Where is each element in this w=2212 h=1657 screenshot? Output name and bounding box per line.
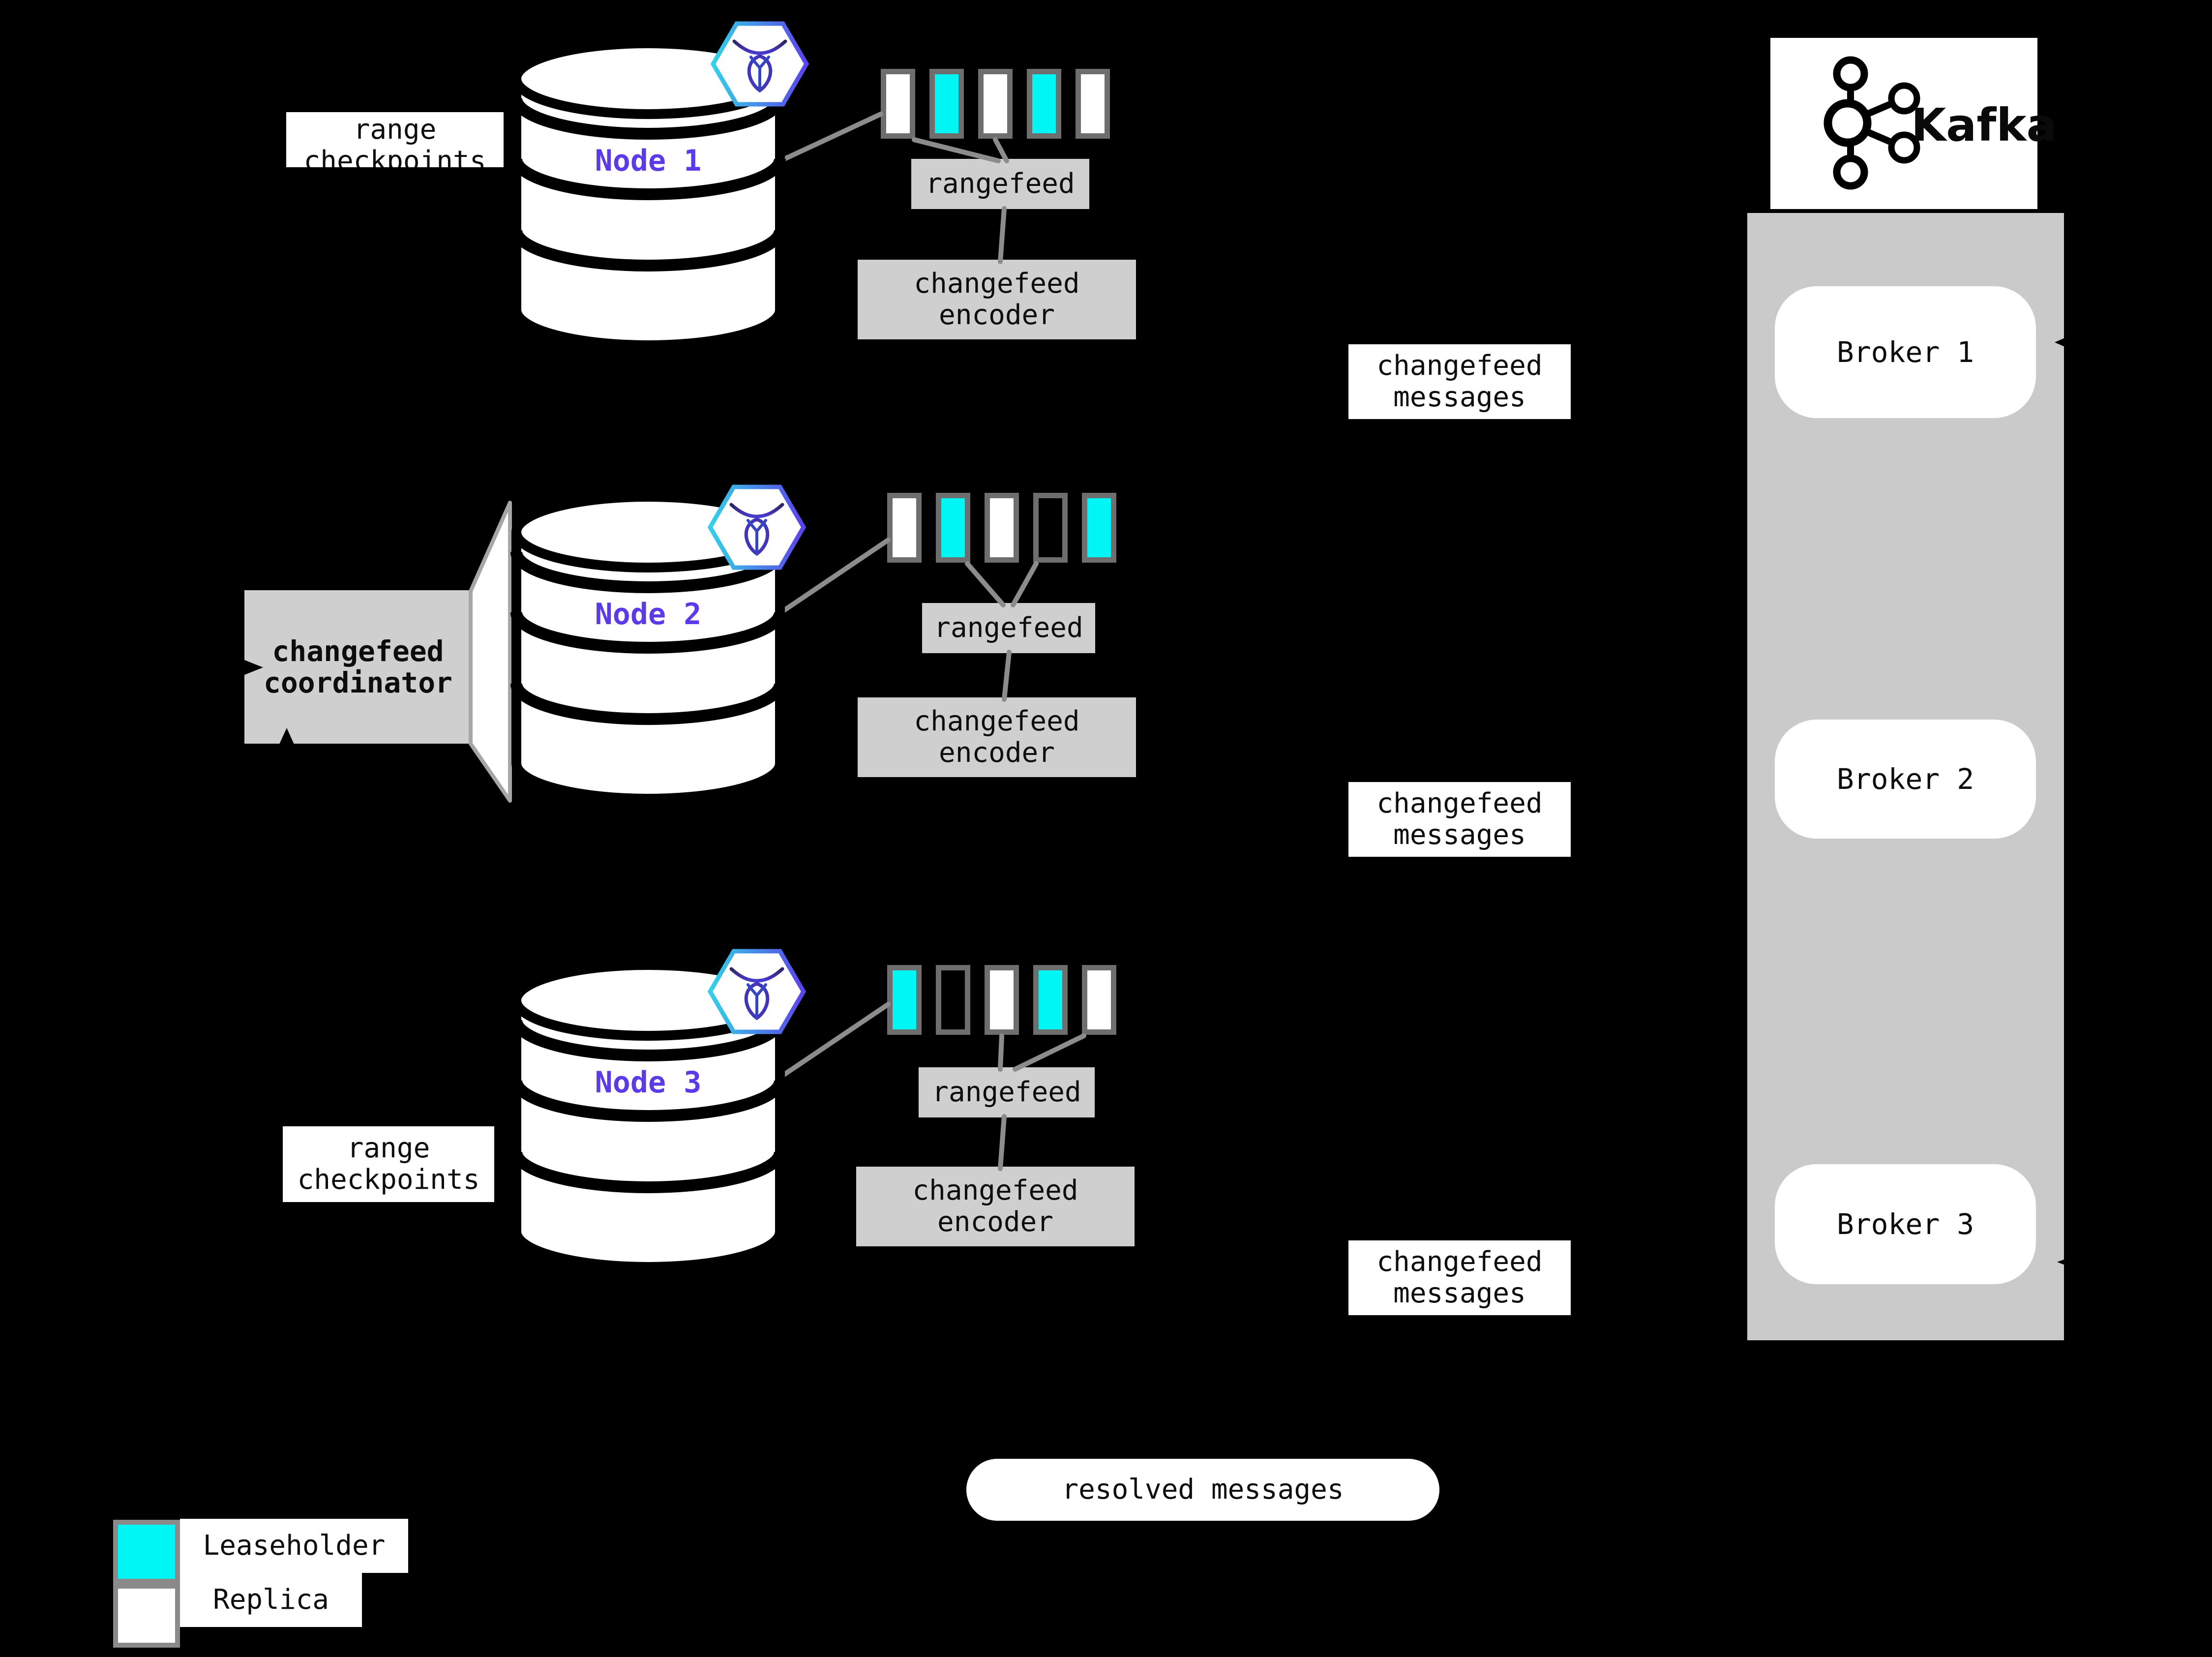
resolved-messages-pill: resolved messages [966, 1459, 1439, 1521]
changefeed-encoder-box-2: changefeed encoder [858, 697, 1136, 777]
kafka-title: Kafka [1911, 98, 2057, 151]
legend-swatch-leaseholder [113, 1520, 180, 1584]
changefeed-messages-label-2: changefeed messages [1348, 782, 1571, 857]
changefeed-encoder-box-1: changefeed encoder [858, 260, 1136, 339]
range-cell [887, 965, 922, 1035]
cockroachdb-badge-icon [707, 484, 807, 570]
range-cell [1082, 965, 1116, 1035]
node-2-label: Node 2 [595, 597, 702, 632]
range-cell [1082, 493, 1116, 563]
rangefeed-box-2: rangefeed [922, 603, 1095, 653]
range-cell [985, 493, 1019, 563]
rangefeed-box-1: rangefeed [911, 159, 1089, 209]
range-cell [978, 69, 1013, 139]
changefeed-encoder-box-3: changefeed encoder [856, 1167, 1135, 1246]
kafka-logo-box [1770, 38, 2037, 209]
cockroachdb-badge-icon [710, 21, 809, 107]
node-3-cylinder [510, 960, 786, 1272]
legend-swatch-replica [113, 1584, 180, 1648]
range-cell [881, 69, 915, 139]
range-cell [985, 965, 1019, 1035]
range-cell [887, 493, 922, 563]
range-cell [1076, 69, 1110, 139]
broker-2-box: Broker 2 [1775, 720, 2036, 839]
range-cell [936, 493, 970, 563]
range-cell [929, 69, 964, 139]
range-checkpoints-label-bottom: range checkpoints [283, 1126, 494, 1202]
cockroachdb-badge-icon [707, 949, 807, 1034]
changefeed-messages-label-1: changefeed messages [1348, 344, 1571, 419]
node-3-label: Node 3 [595, 1065, 702, 1100]
range-checkpoints-label-top: range checkpoints [286, 112, 504, 167]
range-cell [1033, 493, 1068, 563]
broker-1-box: Broker 1 [1775, 286, 2036, 418]
changefeed-coordinator-box: changefeed coordinator [244, 590, 472, 744]
broker-1-label: Broker 1 [1836, 335, 1974, 369]
range-cell [1027, 69, 1061, 139]
node-1-label: Node 1 [595, 144, 702, 178]
node-1-cylinder [510, 38, 786, 350]
changefeed-messages-label-3: changefeed messages [1348, 1240, 1571, 1315]
coordinator-banner [469, 501, 512, 803]
range-cell [1033, 965, 1068, 1035]
rangefeed-box-3: rangefeed [919, 1067, 1095, 1117]
legend-label-replica: Replica [180, 1573, 362, 1627]
node-2-cylinder [510, 492, 786, 804]
broker-2-label: Broker 2 [1836, 762, 1974, 796]
range-cell [936, 965, 970, 1035]
legend-label-leaseholder: Leaseholder [180, 1519, 408, 1573]
broker-3-label: Broker 3 [1836, 1207, 1974, 1241]
broker-3-box: Broker 3 [1775, 1164, 2036, 1284]
